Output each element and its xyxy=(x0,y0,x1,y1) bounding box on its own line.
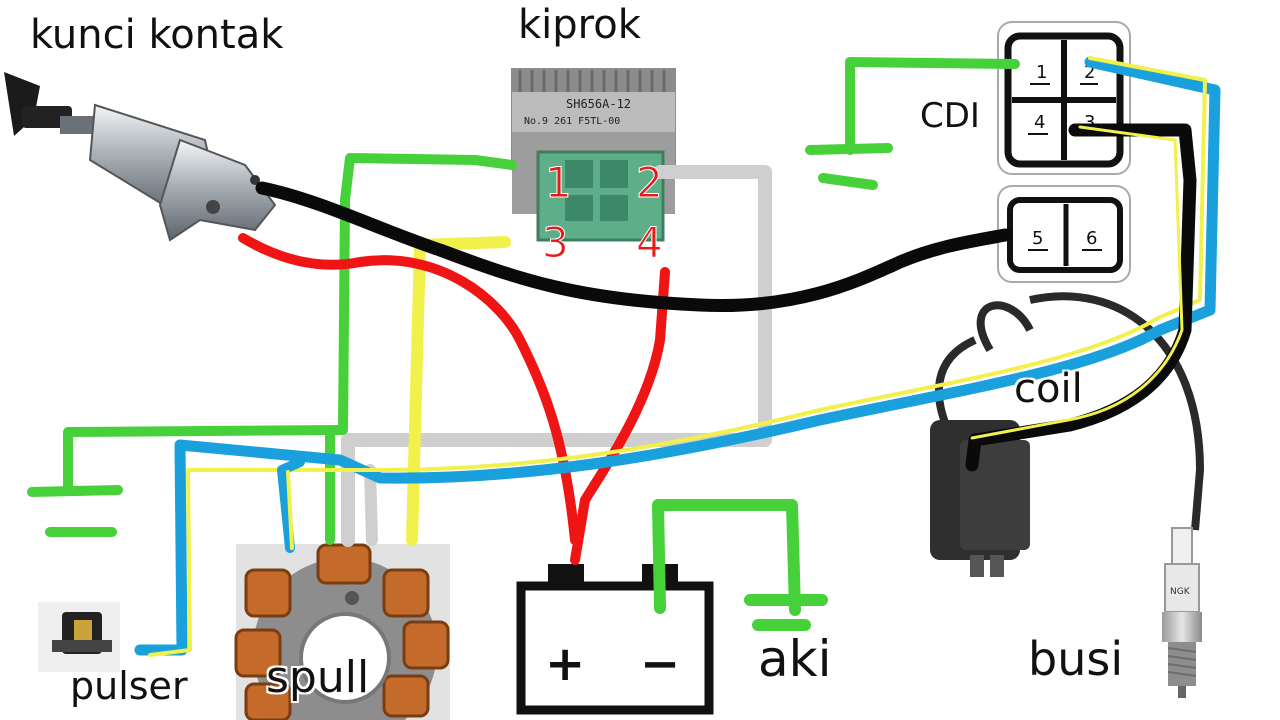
label-spark-plug: busi xyxy=(1028,632,1124,686)
wire-yellow-cdi-to-coil-stripe xyxy=(970,125,1184,440)
label-cdi: CDI xyxy=(920,96,980,136)
battery-positive-terminal: + xyxy=(545,636,585,692)
wire-gray-stator-second xyxy=(364,464,378,546)
cdi-pin-4: 4 xyxy=(1034,112,1045,133)
ignition-switch-picture xyxy=(4,72,277,242)
ground-symbol-cdi-top xyxy=(805,143,893,155)
wire-blue-stator-loop xyxy=(277,457,305,553)
regulator-pin-3: 3 xyxy=(542,218,569,267)
wire-green-regulator-pin1-ground xyxy=(63,153,517,493)
wire-green-cdi-ground xyxy=(845,57,1020,155)
regulator-picture: SH656A-12 No.9 261 F5TL-00 xyxy=(511,68,676,242)
regulator-pin-1: 1 xyxy=(545,158,572,207)
cdi-pin-3: 3 xyxy=(1084,112,1095,133)
regulator-pin-2: 2 xyxy=(636,158,663,207)
spark-plug-mark: NGK xyxy=(1170,587,1191,597)
wire-yellow-stator-loop xyxy=(286,470,294,550)
cdi-pin-2: 2 xyxy=(1084,62,1095,83)
regulator-part-code: No.9 261 F5TL-00 xyxy=(524,116,620,127)
wire-red-ignition-to-battery xyxy=(238,233,580,545)
pulser-picture xyxy=(38,602,120,672)
battery-icon: + − xyxy=(516,564,714,715)
battery-negative-terminal: − xyxy=(640,636,680,692)
wire-red-regulator-pin4-to-battery xyxy=(570,267,670,565)
cdi-pin-6: 6 xyxy=(1086,228,1097,249)
label-stator: spull xyxy=(266,652,370,703)
label-battery: aki xyxy=(758,630,832,688)
ground-symbol-cdi-bottom xyxy=(818,173,878,190)
label-ignition: kunci kontak xyxy=(30,12,284,58)
label-coil: coil xyxy=(1014,366,1083,412)
wire-black-ignition-to-cdi xyxy=(255,181,1012,313)
label-pulser: pulser xyxy=(70,664,188,708)
stator-picture xyxy=(234,543,450,720)
cdi-pin-5: 5 xyxy=(1032,228,1043,249)
cdi-pin-1: 1 xyxy=(1036,62,1047,83)
label-regulator: kiprok xyxy=(518,2,641,48)
wire-black-cdi-to-coil xyxy=(965,123,1197,472)
wire-blue-pulser-to-cdi xyxy=(134,56,1221,656)
spark-plug-picture: NGK xyxy=(1162,527,1202,698)
regulator-part-number: SH656A-12 xyxy=(566,97,631,111)
wire-yellow-regulator-pin3-to-stator xyxy=(406,236,511,546)
wire-gray-regulator-to-stator xyxy=(341,165,772,547)
wire-green-battery-negative xyxy=(652,499,801,616)
wire-yellow-pulser-to-cdi xyxy=(148,56,1207,657)
ground-symbol-left-top xyxy=(27,485,123,497)
regulator-pin-4: 4 xyxy=(636,218,663,267)
